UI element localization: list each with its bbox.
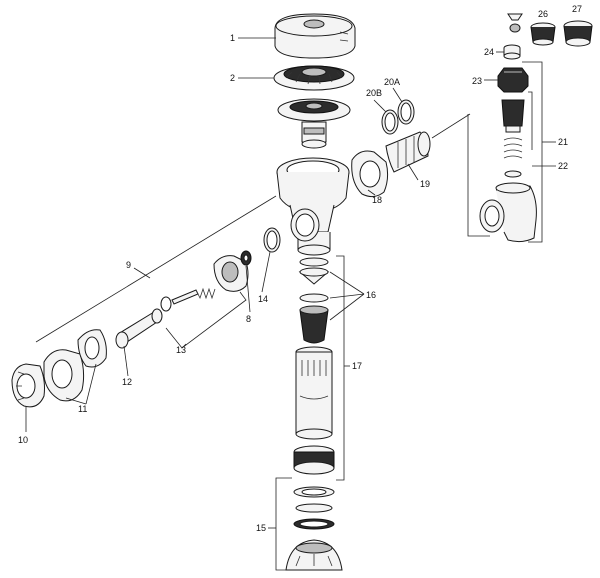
- label-8: 8: [246, 314, 251, 324]
- part-21-stem: [501, 99, 525, 133]
- label-16: 16: [366, 290, 376, 300]
- label-18: 18: [372, 195, 382, 205]
- part-2-diaphragm-ring: [273, 65, 355, 91]
- part-17-vacuum-breaker-tube: [295, 346, 333, 440]
- label-2: 2: [230, 73, 235, 83]
- label-22: 22: [558, 161, 568, 171]
- part-27-cap: [563, 20, 593, 47]
- label-19: 19: [420, 179, 430, 189]
- label-12: 12: [122, 377, 132, 387]
- part-8-seal-ring: [240, 250, 252, 266]
- part-9-handle-bushing: [213, 255, 249, 292]
- part-24-adapter: [503, 44, 521, 60]
- label-27: 27: [572, 4, 582, 14]
- label-20b: 20B: [366, 88, 382, 98]
- diaphragm-plate: [277, 98, 351, 122]
- valve-body: [276, 157, 350, 256]
- part-10-coupling-nut: [11, 363, 45, 408]
- part-14-o-ring: [263, 227, 281, 253]
- part-20a-ring: [397, 99, 415, 125]
- part-18-spud-coupling-nut: [351, 150, 389, 198]
- label-24: 24: [484, 47, 494, 57]
- label-21: 21: [558, 137, 568, 147]
- part-20b-ring: [381, 109, 399, 135]
- stop-valve-body: [479, 182, 537, 243]
- part-number-labels: 1 2 20B 20A 18 19 26 27 24 23 21 22 9 14…: [18, 4, 582, 533]
- label-17: 17: [352, 361, 362, 371]
- label-14: 14: [258, 294, 268, 304]
- label-1: 1: [230, 33, 235, 43]
- label-11: 11: [78, 404, 87, 414]
- label-20a: 20A: [384, 77, 400, 87]
- part-16-vacuum-breaker-cone: [298, 257, 330, 344]
- part-12-handle-lever: [115, 308, 163, 349]
- small-screw-part: [507, 13, 523, 33]
- part-19-tail-piece: [385, 131, 431, 173]
- part-26-cap: [530, 22, 556, 46]
- relief-valve-stem: [301, 121, 327, 149]
- part-15-coupling-set: [285, 445, 343, 571]
- label-9: 9: [126, 260, 131, 270]
- label-23: 23: [472, 76, 482, 86]
- label-15: 15: [256, 523, 266, 533]
- part-11-handle-socket: [43, 329, 107, 402]
- part-1-handle-cap: [274, 13, 356, 59]
- label-26: 26: [538, 9, 548, 19]
- part-22-spring: [503, 137, 523, 178]
- leader-lines: [25, 37, 556, 571]
- part-13-plunger: [160, 287, 216, 312]
- label-13: 13: [176, 345, 186, 355]
- label-10: 10: [18, 435, 28, 445]
- part-23-bonnet: [497, 67, 529, 93]
